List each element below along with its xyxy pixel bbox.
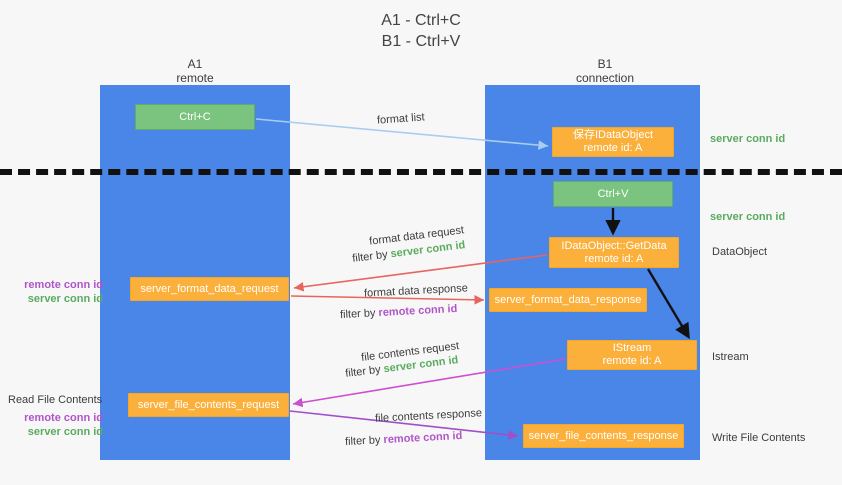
phase-divider (0, 169, 842, 175)
left-read-file-contents: Read File Contents (8, 393, 108, 407)
right-write-file-contents-text: Write File Contents (712, 432, 806, 444)
label-format-data-response-filter: filter by remote conn id (340, 302, 458, 323)
right-dataobject-text: DataObject (712, 246, 768, 258)
right-dataobject-label: DataObject (712, 245, 767, 259)
right-server-conn-id-2: server conn id (710, 210, 785, 224)
node-server-file-contents-response-label: server_file_contents_response (528, 429, 679, 442)
label-format-list-text: format list (376, 111, 426, 127)
title-line-1: A1 - Ctrl+C (381, 12, 461, 29)
filter-prefix: filter by (344, 434, 384, 449)
label-format-list: format list (377, 110, 426, 128)
node-idataobject-getdata-subtext: remote id: A (584, 252, 644, 265)
right-istream-text: Istream (712, 351, 749, 363)
left-remote-conn-id-2: remote conn id (24, 412, 103, 424)
filter-key-remote-conn-id: remote conn id (378, 302, 458, 320)
right-server-conn-id-1: server conn id (710, 132, 785, 146)
left-server-conn-id-2: server conn id (27, 426, 103, 438)
left-read-file-contents-text: Read File Contents (8, 394, 103, 406)
node-ctrl-v[interactable]: Ctrl+V (553, 181, 673, 207)
lane-a1-name: A1 (187, 57, 203, 71)
label-format-data-response: format data response (364, 281, 469, 301)
node-istream-subtext: remote id: A (602, 355, 662, 367)
lane-b1-subtitle: connection (575, 71, 635, 85)
left-conn-id-group-2: remote conn id server conn id (8, 411, 103, 439)
right-write-file-contents-label: Write File Contents (712, 431, 805, 445)
node-istream[interactable]: IStream remote id: A (567, 340, 697, 370)
filter-key-remote-conn-id: remote conn id (383, 429, 463, 447)
node-server-file-contents-request-label: server_file_contents_request (137, 398, 280, 411)
left-conn-id-group-1: remote conn id server conn id (8, 278, 103, 306)
title-line-2: B1 - Ctrl+V (381, 33, 461, 50)
node-server-format-data-response[interactable]: server_format_data_response (489, 288, 647, 312)
label-file-contents-response-text: file contents response (374, 407, 483, 425)
node-ctrl-c-label: Ctrl+C (179, 110, 211, 123)
node-save-idataobject-label: 保存IDataObject (572, 129, 654, 141)
left-remote-conn-id-1: remote conn id (24, 279, 103, 291)
node-server-format-data-response-label: server_format_data_response (494, 293, 642, 306)
label-format-data-response-text: format data response (363, 282, 469, 300)
lane-b1-name: B1 (597, 57, 613, 71)
node-ctrl-c[interactable]: Ctrl+C (135, 104, 255, 130)
label-file-contents-response: file contents response (375, 406, 483, 427)
node-server-file-contents-request[interactable]: server_file_contents_request (128, 393, 289, 417)
node-idataobject-getdata-label: IDataObject::GetData (561, 239, 667, 252)
node-idataobject-getdata[interactable]: IDataObject::GetData remote id: A (549, 237, 679, 268)
page-title: A1 - Ctrl+C B1 - Ctrl+V (0, 10, 842, 52)
node-server-file-contents-response[interactable]: server_file_contents_response (523, 424, 684, 448)
node-save-idataobject-subtext: remote id: A (583, 142, 643, 154)
node-istream-label: IStream (612, 342, 652, 354)
right-server-conn-id-2-text: server conn id (710, 211, 786, 223)
node-server-format-data-request-label: server_format_data_request (140, 282, 279, 295)
right-istream-label: Istream (712, 350, 749, 364)
node-save-idataobject[interactable]: 保存IDataObject remote id: A (552, 127, 674, 157)
left-server-conn-id-1: server conn id (27, 293, 103, 305)
filter-prefix: filter by (339, 307, 379, 322)
label-file-contents-response-filter: filter by remote conn id (345, 429, 463, 450)
filter-prefix: filter by (344, 363, 385, 380)
right-server-conn-id-1-text: server conn id (710, 133, 786, 145)
lane-header-a1: A1 remote (120, 57, 270, 85)
lane-header-b1: B1 connection (530, 57, 680, 85)
node-ctrl-v-label: Ctrl+V (597, 187, 629, 200)
lane-a1-subtitle: remote (176, 71, 214, 85)
node-server-format-data-request[interactable]: server_format_data_request (130, 277, 289, 301)
filter-prefix: filter by (351, 248, 392, 265)
